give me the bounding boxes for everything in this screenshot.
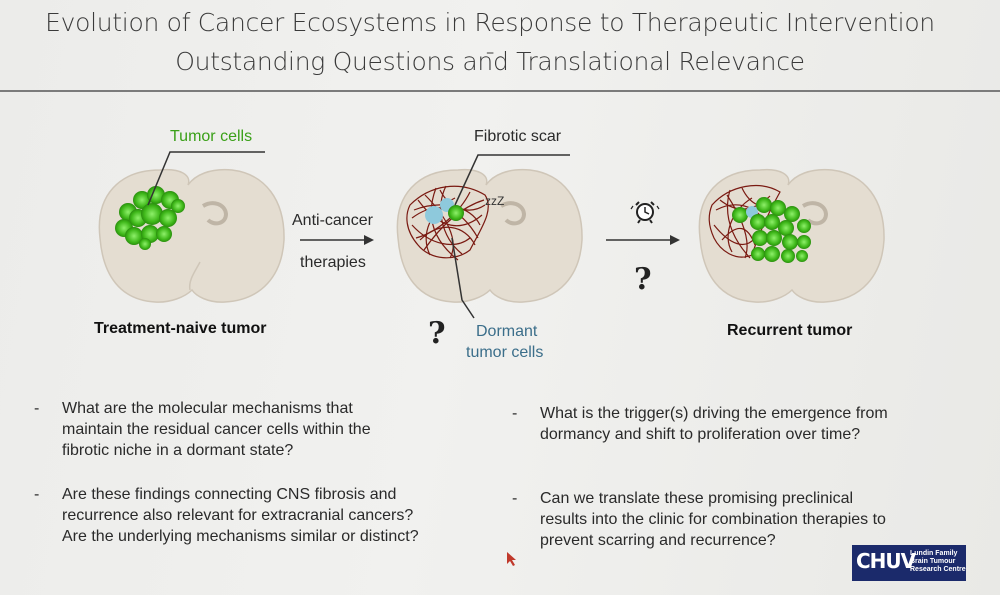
arrow-right-icon <box>606 235 680 245</box>
label-dormant-tumor-cells: tumor cells <box>466 344 544 361</box>
label-fibrotic-scar: Fibrotic scar <box>474 128 562 145</box>
question-bullet: - Are these findings connecting CNS fibr… <box>34 486 419 545</box>
label-tumor-cells: Tumor cells <box>170 128 253 145</box>
caption-recurrent: Recurrent tumor <box>727 322 853 339</box>
label-anti-cancer: Anti-cancer <box>292 212 373 229</box>
slide-title-line1: Evolution of Cancer Ecosystems in Respon… <box>45 8 935 66</box>
chuv-logo: CHUV Lundin Family Brain Tumour Research… <box>852 545 966 581</box>
fibrotic-scar-leader <box>454 154 570 206</box>
caption-treatment-naive: Treatment-naive tumor <box>94 320 267 337</box>
question-mark-dormancy: ? <box>428 316 446 351</box>
slide-title-line2: Outstanding Questions and Translational … <box>175 47 805 76</box>
logo-mark: CHUV <box>856 549 916 573</box>
title-divider <box>0 90 1000 92</box>
logo-text: Lundin Family Brain Tumour Research Cent… <box>910 550 966 573</box>
cursor-icon <box>507 552 516 566</box>
label-therapies: therapies <box>300 254 366 271</box>
dormant-cells-leader <box>451 237 475 319</box>
question-bullet: - What are the molecular mechanisms that… <box>34 400 371 459</box>
tumor-cells-cluster-1 <box>115 186 185 250</box>
zzz-label: zzZ <box>485 194 504 208</box>
arrow-right-icon <box>300 235 374 245</box>
tumor-cells-cluster-3 <box>732 197 811 263</box>
question-mark-recurrence: ? <box>634 262 652 297</box>
alarm-clock-icon <box>630 201 660 224</box>
label-dormant: Dormant <box>476 323 538 340</box>
question-bullet: - Can we translate these promising precl… <box>512 490 886 549</box>
question-bullet: - What is the trigger(s) driving the eme… <box>512 405 888 443</box>
tumor-cells-leader <box>147 151 265 206</box>
figure-illustration: zzZ <box>98 151 885 319</box>
dormant-tumor-cells <box>425 198 464 224</box>
